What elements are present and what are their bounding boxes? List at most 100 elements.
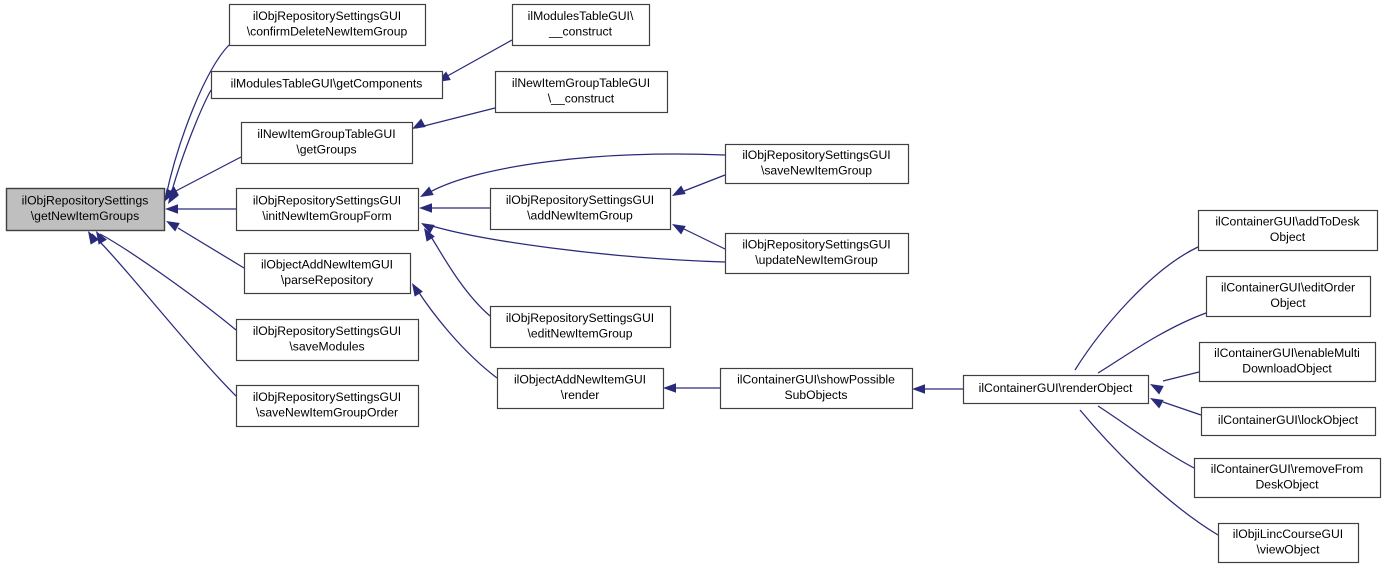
edge-lockObject-to-renderObject <box>1162 401 1202 416</box>
graph-node-updateNewItemGroup[interactable]: ilObjRepositorySettingsGUI\updateNewItem… <box>724 232 910 275</box>
node-label: ilObjRepositorySettingsGUI <box>742 148 890 162</box>
node-label: ilContainerGUI\addToDesk <box>1215 215 1360 229</box>
node-box[interactable] <box>496 367 665 410</box>
node-label: \confirmDeleteNewItemGroup <box>247 24 408 38</box>
edge-updateNewItemGroup-to-initNewItemGroupForm <box>431 225 726 263</box>
node-box[interactable] <box>1198 341 1377 383</box>
node-label: SubObjects <box>784 388 847 402</box>
node-label: ilModulesTableGUI\getComponents <box>231 77 423 91</box>
edge-parseRepository-to-getNewItemGroups <box>177 227 245 269</box>
node-label: ilContainerGUI\editOrder <box>1221 281 1355 295</box>
node-box[interactable] <box>243 252 412 295</box>
node-label: DeskObject <box>1256 477 1320 491</box>
edge-saveNewItemGroup-to-initNewItemGroupForm <box>429 153 726 193</box>
node-box[interactable] <box>511 3 651 47</box>
edge-ilNewItemGroupTableGUIConstruct-to-getGroups <box>415 107 496 129</box>
node-box[interactable] <box>1193 457 1382 499</box>
arrowhead-icon <box>1150 398 1164 409</box>
node-box[interactable] <box>235 187 420 232</box>
node-label: ilObjRepositorySettingsGUI <box>253 390 401 404</box>
node-box[interactable] <box>240 121 414 165</box>
graph-node-parseRepository[interactable]: ilObjectAddNewItemGUI\parseRepository <box>243 252 412 295</box>
node-box[interactable] <box>228 3 427 47</box>
arrowhead-icon <box>663 383 676 393</box>
edge-updateNewItemGroup-to-addNewItemGroup <box>683 228 726 250</box>
node-label: \initNewItemGroupForm <box>262 209 391 223</box>
edge-ilModulesTableGUIConstruct-to-getComponents <box>441 39 513 80</box>
node-label: \render <box>561 388 600 402</box>
graph-node-render[interactable]: ilObjectAddNewItemGUI\render <box>496 367 665 410</box>
graph-node-ilNewItemGroupTableGUIConstruct[interactable]: ilNewItemGroupTableGUI\__construct <box>494 70 669 114</box>
node-box[interactable] <box>962 374 1150 405</box>
arrowhead-icon <box>1150 384 1164 395</box>
node-box[interactable] <box>724 232 910 275</box>
node-label: \saveNewItemGroupOrder <box>256 405 398 419</box>
node-label: Object <box>1270 230 1306 244</box>
node-label: ilObjRepositorySettingsGUI <box>253 324 401 338</box>
node-box[interactable] <box>489 187 672 231</box>
node-label: \__construct <box>548 91 615 105</box>
node-label: \getGroups <box>296 142 356 156</box>
edge-getComponents-to-getNewItemGroups <box>169 89 212 199</box>
node-box[interactable] <box>210 70 444 100</box>
node-label: ilContainerGUI\renderObject <box>979 381 1133 395</box>
graph-node-getNewItemGroups[interactable]: ilObjRepositorySettings\getNewItemGroups <box>5 187 166 232</box>
node-label: ilObjRepositorySettingsGUI <box>253 194 401 208</box>
node-label: ilNewItemGroupTableGUI <box>257 127 395 141</box>
graph-node-editNewItemGroup[interactable]: ilObjRepositorySettingsGUI\editNewItemGr… <box>489 305 672 349</box>
arrowhead-icon <box>412 283 423 297</box>
node-label: ilNewItemGroupTableGUI <box>512 76 650 90</box>
edge-saveNewItemGroup-to-addNewItemGroup <box>683 174 726 192</box>
graph-node-saveModules[interactable]: ilObjRepositorySettingsGUI\saveModules <box>235 318 420 362</box>
node-box[interactable] <box>235 318 420 362</box>
edge-removeFromDeskObject-to-renderObject <box>1097 405 1195 469</box>
edge-viewObject-to-renderObject <box>1079 409 1219 536</box>
graph-node-initNewItemGroupForm[interactable]: ilObjRepositorySettingsGUI\initNewItemGr… <box>235 187 420 232</box>
edge-editNewItemGroup-to-initNewItemGroupForm <box>427 231 491 317</box>
node-label: ilContainerGUI\enableMulti <box>1214 346 1360 360</box>
node-label: \getNewItemGroups <box>31 209 139 223</box>
node-label: ilContainerGUI\removeFrom <box>1211 462 1363 476</box>
graph-node-confirmDeleteNewItemGroup[interactable]: ilObjRepositorySettingsGUI\confirmDelete… <box>228 3 427 47</box>
node-box[interactable] <box>724 143 910 185</box>
arrowhead-icon <box>166 221 180 232</box>
node-box[interactable] <box>5 187 166 232</box>
node-label: ilObjiLincCourseGUI <box>1233 527 1343 541</box>
edge-saveNewItemGroupOrder-to-getNewItemGroups <box>91 233 237 397</box>
node-label: \saveModules <box>289 339 364 353</box>
graph-node-saveNewItemGroupOrder[interactable]: ilObjRepositorySettingsGUI\saveNewItemGr… <box>235 384 420 428</box>
node-label: \addNewItemGroup <box>527 208 633 222</box>
node-box[interactable] <box>1205 275 1372 318</box>
graph-node-viewObject[interactable]: ilObjiLincCourseGUI\viewObject <box>1217 522 1360 564</box>
node-box[interactable] <box>719 367 914 410</box>
graph-node-ilModulesTableGUIConstruct[interactable]: ilModulesTableGUI\__construct <box>511 3 651 47</box>
node-label: __construct <box>548 24 613 38</box>
arrowhead-icon <box>412 118 426 129</box>
node-box[interactable] <box>235 384 420 428</box>
node-box[interactable] <box>1217 522 1360 564</box>
node-box[interactable] <box>494 70 669 114</box>
graph-node-addNewItemGroup[interactable]: ilObjRepositorySettingsGUI\addNewItemGro… <box>489 187 672 231</box>
node-label: ilObjectAddNewItemGUI <box>261 258 393 272</box>
graph-node-renderObject[interactable]: ilContainerGUI\renderObject <box>962 374 1150 405</box>
graph-node-saveNewItemGroup[interactable]: ilObjRepositorySettingsGUI\saveNewItemGr… <box>724 143 910 185</box>
graph-node-getGroups[interactable]: ilNewItemGroupTableGUI\getGroups <box>240 121 414 165</box>
node-box[interactable] <box>489 305 672 349</box>
arrowhead-icon <box>165 204 178 214</box>
arrowhead-icon <box>912 384 925 394</box>
graph-node-lockObject[interactable]: ilContainerGUI\lockObject <box>1200 406 1377 437</box>
node-label: Object <box>1270 296 1306 310</box>
node-box[interactable] <box>1200 406 1377 437</box>
graph-node-getComponents[interactable]: ilModulesTableGUI\getComponents <box>210 70 444 100</box>
node-label: DownloadObject <box>1242 361 1332 375</box>
node-label: ilContainerGUI\showPossible <box>737 373 895 387</box>
node-box[interactable] <box>1197 209 1379 252</box>
edge-addToDeskObject-to-renderObject <box>1074 246 1199 371</box>
